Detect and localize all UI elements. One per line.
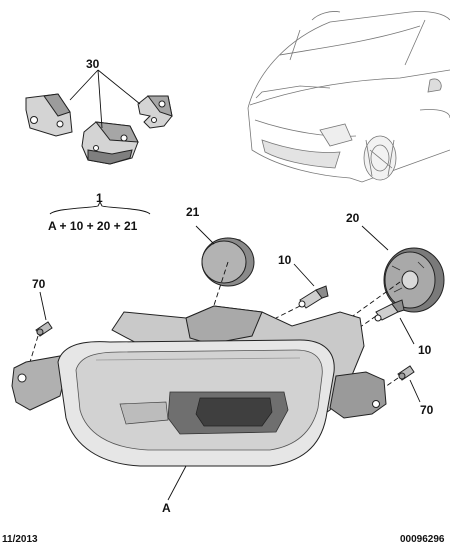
cover-cap-21 (195, 225, 255, 331)
headlamp-unit (11, 305, 387, 501)
bracket-middle (81, 121, 139, 165)
callout-bulb-10-left: 10 (278, 253, 292, 267)
bulb-10-left (275, 263, 329, 319)
kit-brace (49, 200, 151, 215)
cover-cap-20 (349, 225, 445, 319)
callout-kit-formula: A + 10 + 20 + 21 (48, 219, 138, 233)
callout-cover-21: 21 (186, 205, 200, 219)
callout-cover-20: 20 (346, 211, 360, 225)
screw-70-left (29, 291, 53, 363)
footer-reference: 00096296 (400, 534, 445, 545)
callout-headlamp: A (162, 501, 171, 515)
mounting-bracket-set (25, 69, 173, 165)
callout-bracket-set: 30 (86, 57, 100, 71)
footer-date: 11/2013 (2, 534, 38, 545)
callout-bulb-10-right: 10 (418, 343, 432, 357)
callout-screw-70-right: 70 (420, 403, 434, 417)
bracket-left (25, 93, 73, 137)
bracket-right (137, 95, 173, 129)
callout-screw-70-left: 70 (32, 277, 46, 291)
vehicle-illustration (247, 11, 450, 183)
callout-kit: 1 (96, 191, 103, 205)
bulb-10-right (355, 299, 415, 345)
